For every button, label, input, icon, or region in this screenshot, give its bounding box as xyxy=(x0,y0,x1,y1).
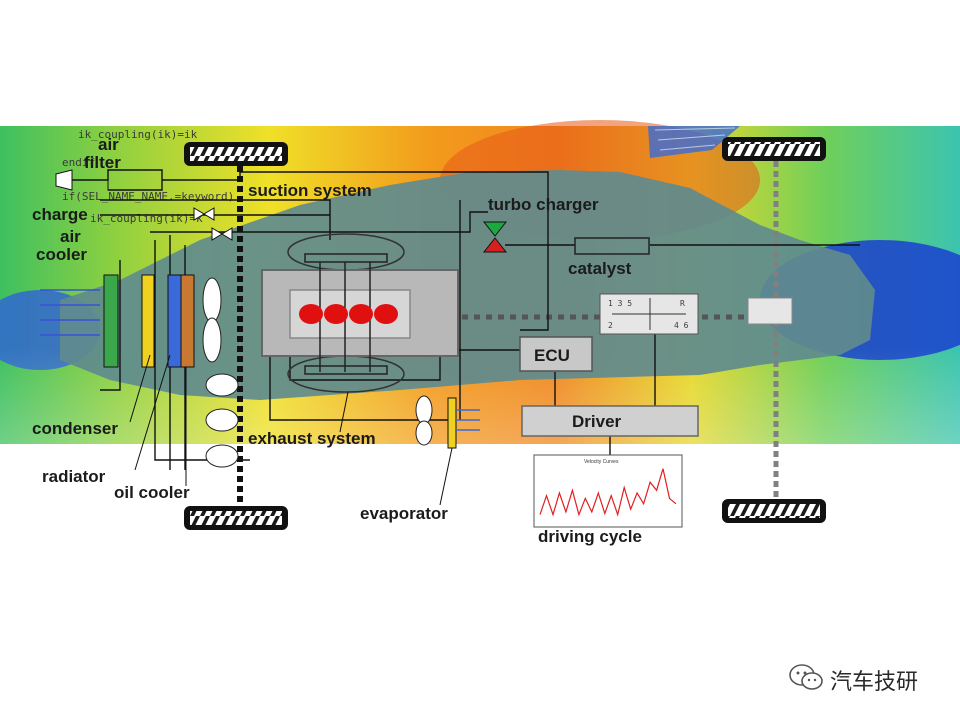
engine-block xyxy=(261,262,459,372)
wheel-rear-bottom xyxy=(722,499,826,523)
gear-label-r: R xyxy=(680,299,685,308)
air-filter-icon xyxy=(55,169,73,191)
code-line-2: endif xyxy=(62,156,95,169)
gear-label-top: 1 3 5 xyxy=(608,299,632,308)
ecu-box: ECU xyxy=(519,336,593,372)
driving-cycle-chart: Velocity Curves xyxy=(533,454,683,528)
charge-air-cooler-block xyxy=(103,274,119,368)
wheel-front-bottom xyxy=(184,506,288,530)
label-air-filter-2: filter xyxy=(84,153,121,172)
wheel-rear-top xyxy=(722,137,826,161)
code-line-3: if(SEL_NAME_NAME.=keyword) xyxy=(62,190,234,203)
radiator-block-1 xyxy=(167,274,182,368)
leader-lines xyxy=(129,354,453,506)
valve-icon-1 xyxy=(193,207,215,221)
code-line-1: ik_coupling(ik)=ik xyxy=(78,128,198,141)
label-radiator: radiator xyxy=(42,467,106,486)
intake-arrows xyxy=(40,289,100,336)
label-suction-system: suction system xyxy=(248,181,372,200)
wechat-icon xyxy=(789,664,823,690)
cylinder-1 xyxy=(299,304,323,324)
label-air: air xyxy=(60,227,81,246)
ecu-label: ECU xyxy=(534,346,570,365)
filter-box xyxy=(107,169,163,191)
label-oil-cooler: oil cooler xyxy=(114,483,190,502)
differential-box xyxy=(747,297,793,325)
gearbox: 1 3 5 R 2 4 6 xyxy=(599,293,699,335)
label-catalyst: catalyst xyxy=(568,259,632,278)
label-turbo-charger: turbo charger xyxy=(488,195,599,214)
gear-label-bottom: 2 xyxy=(608,321,613,330)
cylinder-3 xyxy=(349,304,373,324)
condenser-block xyxy=(141,274,155,368)
label-cooler: cooler xyxy=(36,245,87,264)
wheel-front-top xyxy=(184,142,288,166)
catalyst-box xyxy=(574,237,650,255)
driving-cycle-line xyxy=(539,468,677,517)
turbo-charger-icon xyxy=(482,221,508,253)
label-driving-cycle: driving cycle xyxy=(538,527,642,546)
valve-icon-2 xyxy=(211,227,233,241)
label-air-filter-1: air xyxy=(98,135,119,154)
code-line-4: ik_coupling(ik)=k xyxy=(90,212,203,225)
cylinder-4 xyxy=(374,304,398,324)
radiator-block-2 xyxy=(180,274,195,368)
watermark-text: 汽车技研 xyxy=(830,670,919,695)
label-condenser: condenser xyxy=(32,419,118,438)
pump-icons xyxy=(205,373,239,468)
mesh-patch xyxy=(648,126,740,158)
label-exhaust-system: exhaust system xyxy=(248,429,376,448)
fan-icon xyxy=(202,277,222,363)
cylinder-2 xyxy=(324,304,348,324)
gear-label-46: 4 6 xyxy=(674,321,689,330)
label-evaporator: evaporator xyxy=(360,504,448,523)
driver-label: Driver xyxy=(572,412,622,431)
chart-title: Velocity Curves xyxy=(584,459,619,465)
driver-box: Driver xyxy=(521,405,699,437)
label-charge: charge xyxy=(32,205,88,224)
